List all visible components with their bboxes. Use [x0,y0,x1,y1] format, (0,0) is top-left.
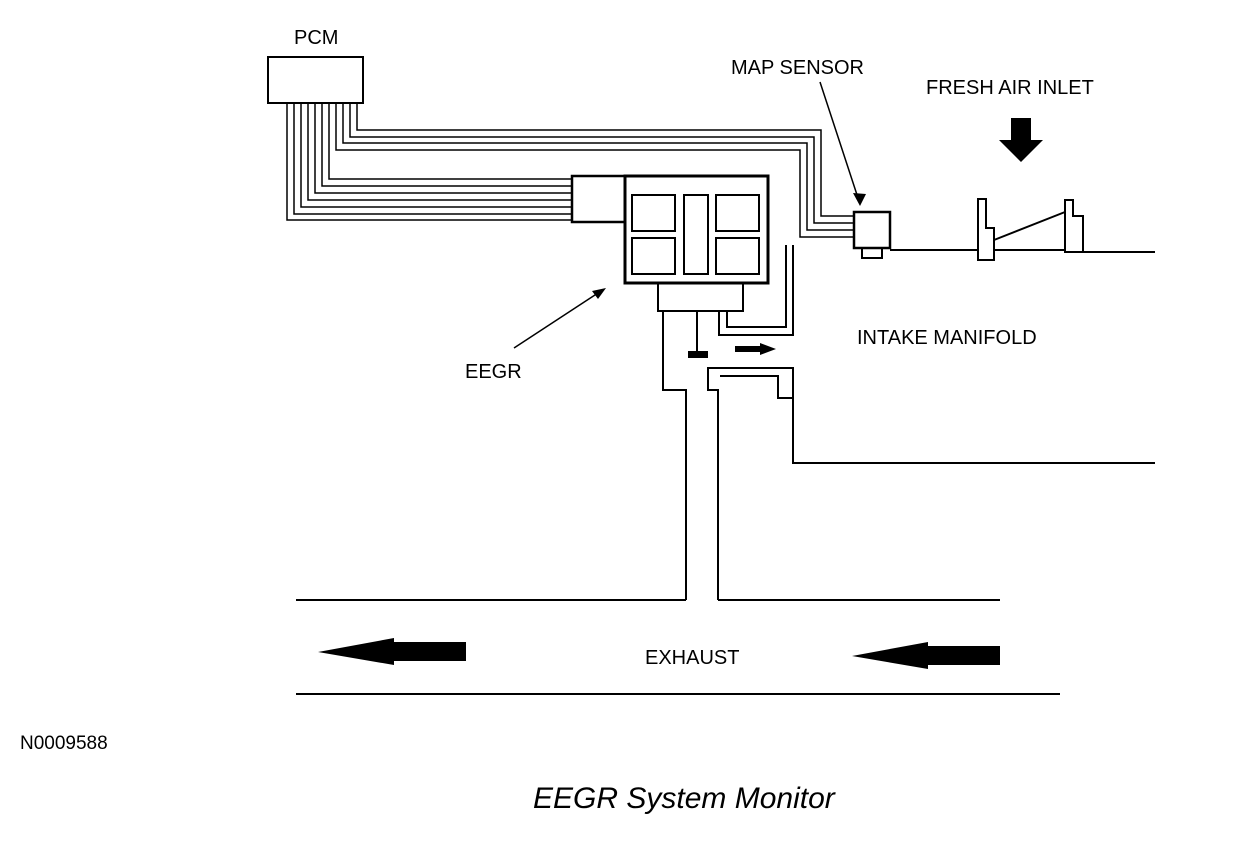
pcm-to-eegr-harness [286,103,572,221]
egr-flow-arrow-icon [735,343,776,355]
eegr-window-center [683,194,709,275]
intake-manifold-label: INTAKE MANIFOLD [857,327,1037,349]
pcm-label: PCM [294,27,339,49]
throttle-plate [993,211,1066,241]
eegr-window-bl [631,237,676,275]
eegr-connector [570,174,627,224]
diagram-title: EEGR System Monitor [533,782,835,815]
eegr-valve-body [623,174,770,285]
exhaust-label: EXHAUST [645,647,740,669]
fresh-air-arrow-icon [999,118,1043,162]
exhaust-flow-arrow-left-icon [318,638,466,665]
egr-passage-right [707,367,794,600]
eegr-label: EEGR [465,361,522,383]
eegr-window-tl [631,194,676,232]
map-sensor-body [852,210,892,250]
figure-id: N0009588 [20,733,108,754]
map-sensor-leader [819,81,861,205]
throttle-right-lip [1064,199,1084,253]
throttle-left-lip [977,198,995,261]
eegr-window-br [715,237,760,275]
eegr-window-tr [715,194,760,232]
eegr-base [657,282,744,312]
eegr-intake-line [718,245,794,336]
fresh-air-inlet-label: FRESH AIR INLET [926,77,1094,99]
map-sensor-port [861,247,883,259]
exhaust-flow-arrow-right-icon [852,642,1000,669]
egr-passage-left [662,311,687,600]
eegr-leader [513,292,599,349]
pcm-to-map-harness [335,103,854,238]
map-sensor-label: MAP SENSOR [731,57,864,79]
pcm-module [267,56,364,104]
